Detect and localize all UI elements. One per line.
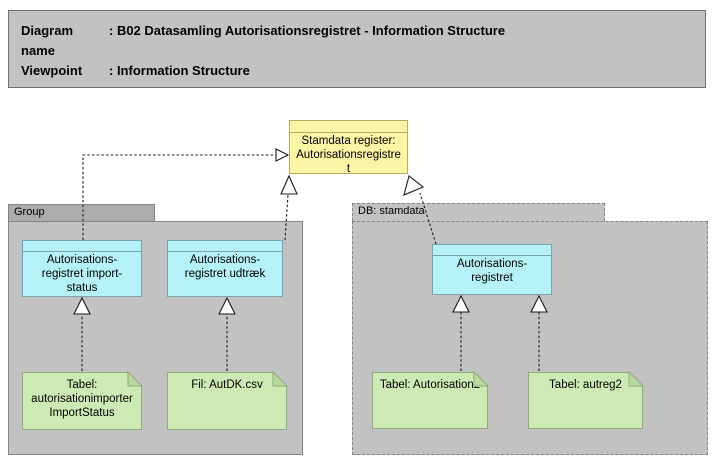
node-importstatus-label: Autorisations- registret import- status (41, 254, 123, 294)
realization-arrowhead-icon (403, 175, 425, 196)
title-label-diagram-name: Diagram name (21, 23, 74, 58)
note-autreg2-label: Tabel: autreg2 (549, 379, 622, 391)
object-header-strip (290, 121, 407, 133)
note-tabel-autorisation2[interactable]: Tabel: Autorisation2 (372, 372, 488, 429)
title-row-diagram-name: Diagram name : B02 Datasamling Autorisati… (21, 21, 705, 61)
group-container-tab[interactable]: Group (8, 204, 155, 221)
group-container-label: Group (14, 206, 45, 218)
realization-arrowhead-icon (280, 174, 298, 195)
node-stamdata-register-label: Stamdata register: Autorisationsregistre… (296, 135, 401, 175)
note-fil-autdk-csv[interactable]: Fil: AutDK.csv (167, 372, 287, 430)
note-tabel-autorisationimporter-importstatus[interactable]: Tabel: autorisationimporter ImportStatus (22, 372, 142, 430)
note-importstatus-label: Tabel: autorisationimporter ImportStatus (31, 379, 133, 419)
node-stamdata-register[interactable]: Stamdata register: Autorisationsregistre… (289, 120, 408, 175)
title-label-viewpoint: Viewpoint (21, 63, 83, 78)
title-value-diagram-name: : B02 Datasamling Autorisationsregistret… (109, 23, 506, 38)
db-stamdata-container-label: DB: stamdata (358, 205, 425, 217)
realization-arrowhead-icon (275, 148, 290, 162)
object-header-strip (23, 241, 141, 252)
object-header-strip (433, 245, 551, 256)
node-autorisationsregistret-importstatus[interactable]: Autorisations- registret import- status (22, 240, 142, 297)
title-value-viewpoint: : Information Structure (109, 63, 250, 78)
node-udtraek-label: Autorisations- registret udtræk (184, 254, 266, 280)
node-autorisationsregistret-udtraek[interactable]: Autorisations- registret udtræk (167, 240, 283, 297)
note-autdk-label: Fil: AutDK.csv (191, 379, 263, 391)
title-row-viewpoint: Viewpoint : Information Structure (21, 61, 705, 81)
object-header-strip (168, 241, 282, 252)
diagram-title-block: Diagram name : B02 Datasamling Autorisati… (8, 10, 706, 88)
node-autorisationsregistret-label: Autorisations- registret (456, 258, 528, 284)
note-autorisation2-label: Tabel: Autorisation2 (379, 379, 481, 391)
note-tabel-autreg2[interactable]: Tabel: autreg2 (528, 372, 643, 429)
node-autorisationsregistret[interactable]: Autorisations- registret (432, 244, 552, 295)
db-stamdata-container-tab[interactable]: DB: stamdata (352, 203, 605, 221)
